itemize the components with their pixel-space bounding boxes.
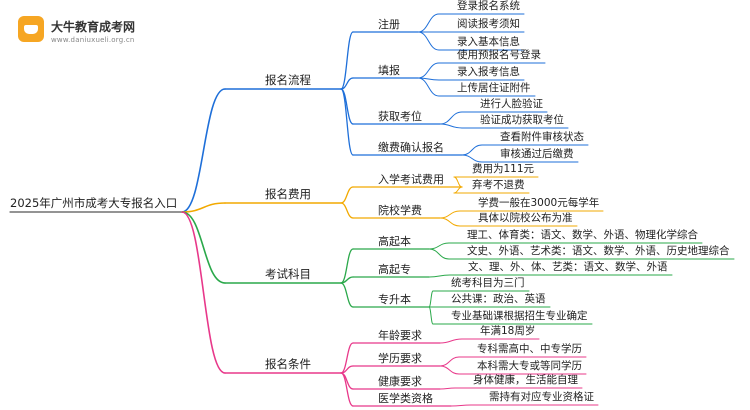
leaf-login-prereg: 使用预报名号登录 [457,49,541,61]
node-exam-fee: 入学考试费用 [378,173,444,186]
connector [439,338,463,344]
connector [340,31,354,90]
branch-registration-fees: 报名费用 [265,187,311,201]
leaf-pay-after-review: 审核通过后缴费 [500,148,574,160]
logo-url: www.daniuxueli.org.cn [51,36,135,44]
connector [439,356,460,367]
connector [340,186,354,204]
connector [340,372,354,407]
connector [340,276,354,284]
leaf-college-subjects: 文、理、外、体、艺类：语文、数学、外语 [468,261,668,273]
connector [439,217,461,227]
logo-title: 大牛教育成考网 [51,20,136,34]
leaf-login-system: 登录报名系统 [457,0,520,12]
node-education: 学历要求 [378,352,422,365]
node-hs-to-bachelor: 高起本 [378,235,411,248]
node-register: 注册 [378,18,400,31]
graduation-cap-icon [18,16,44,42]
node-pay-confirm: 缴费确认报名 [378,141,444,154]
leaf-medical-cert: 需持有对应专业资格证 [489,391,594,403]
leaf-three-subjects: 统考科目为三门 [451,277,525,289]
leaf-tuition-per-school: 具体以院校公布为准 [478,212,573,224]
leaf-college-needs-hs: 专科需高中、中专学历 [477,343,582,355]
branch-registration-process: 报名流程 [265,73,311,87]
connector [453,176,463,188]
connector [428,248,450,260]
node-get-seat: 获取考位 [378,110,422,123]
leaf-upload-residence: 上传居住证附件 [457,82,531,94]
node-college-to-bachelor: 专升本 [378,293,411,306]
connector [181,202,226,213]
leaf-enter-basic-info: 录入基本信息 [457,36,520,48]
connector [340,202,354,219]
connector [439,365,460,375]
connector [428,274,451,278]
connector [439,387,456,390]
leaf-read-notice: 阅读报考须知 [457,18,520,30]
connector [181,88,226,213]
node-medical: 医学类资格 [378,392,433,405]
connector [340,282,354,308]
leaf-fee-amount: 费用为111元 [472,163,535,175]
site-logo: 大牛教育成考网 www.daniuxueli.org.cn [18,14,178,52]
leaf-major-basics: 专业基础课根据招生专业确定 [451,310,588,322]
connector [453,186,463,194]
connector [417,62,440,79]
connector [181,211,226,374]
connector [340,77,354,90]
leaf-public-courses: 公共课：政治、英语 [451,293,546,305]
mindmap-root: 2025年广州市成考大专报名入口 [10,196,178,210]
connector [439,111,463,125]
node-health: 健康要求 [378,375,422,388]
node-fill-in: 填报 [378,64,400,77]
node-age: 年龄要求 [378,329,422,342]
leaf-healthy: 身体健康，生活能自理 [473,374,578,386]
leaf-bachelor-needs-college: 本科需大专或等同学历 [477,360,582,372]
connector [417,13,440,33]
connector [461,154,483,163]
leaf-no-refund: 弃考不退费 [472,179,525,191]
leaf-face-verify: 进行人脸验证 [480,98,543,110]
connector [340,248,354,284]
connector [428,242,450,250]
leaf-tuition-amount: 学费一般在3000元每学年 [478,197,600,209]
connector [417,31,440,51]
connector [340,88,354,156]
node-tuition: 院校学费 [378,204,422,217]
leaf-verify-get-seat: 验证成功获取考位 [480,114,564,126]
branch-exam-subjects: 考试科目 [265,267,311,281]
connector [181,211,226,284]
branch-eligibility: 报名条件 [265,357,311,371]
connector [428,290,434,308]
leaf-science-subjects: 理工、体育类：语文、数学、外语、物理化学综合 [467,229,698,241]
connector [340,342,354,374]
leaf-arts-subjects: 文史、外语、艺术类：语文、数学、外语、历史地理综合 [467,245,730,257]
leaf-age-18: 年满18周岁 [480,325,536,337]
connector [428,306,434,325]
connector [417,77,440,97]
leaf-check-review: 查看附件审核状态 [500,131,584,143]
node-hs-to-college: 高起专 [378,263,411,276]
connector [439,123,463,129]
connector [450,404,472,407]
connector [461,144,483,156]
leaf-enter-exam-info: 录入报考信息 [457,66,520,78]
connector [439,210,461,219]
